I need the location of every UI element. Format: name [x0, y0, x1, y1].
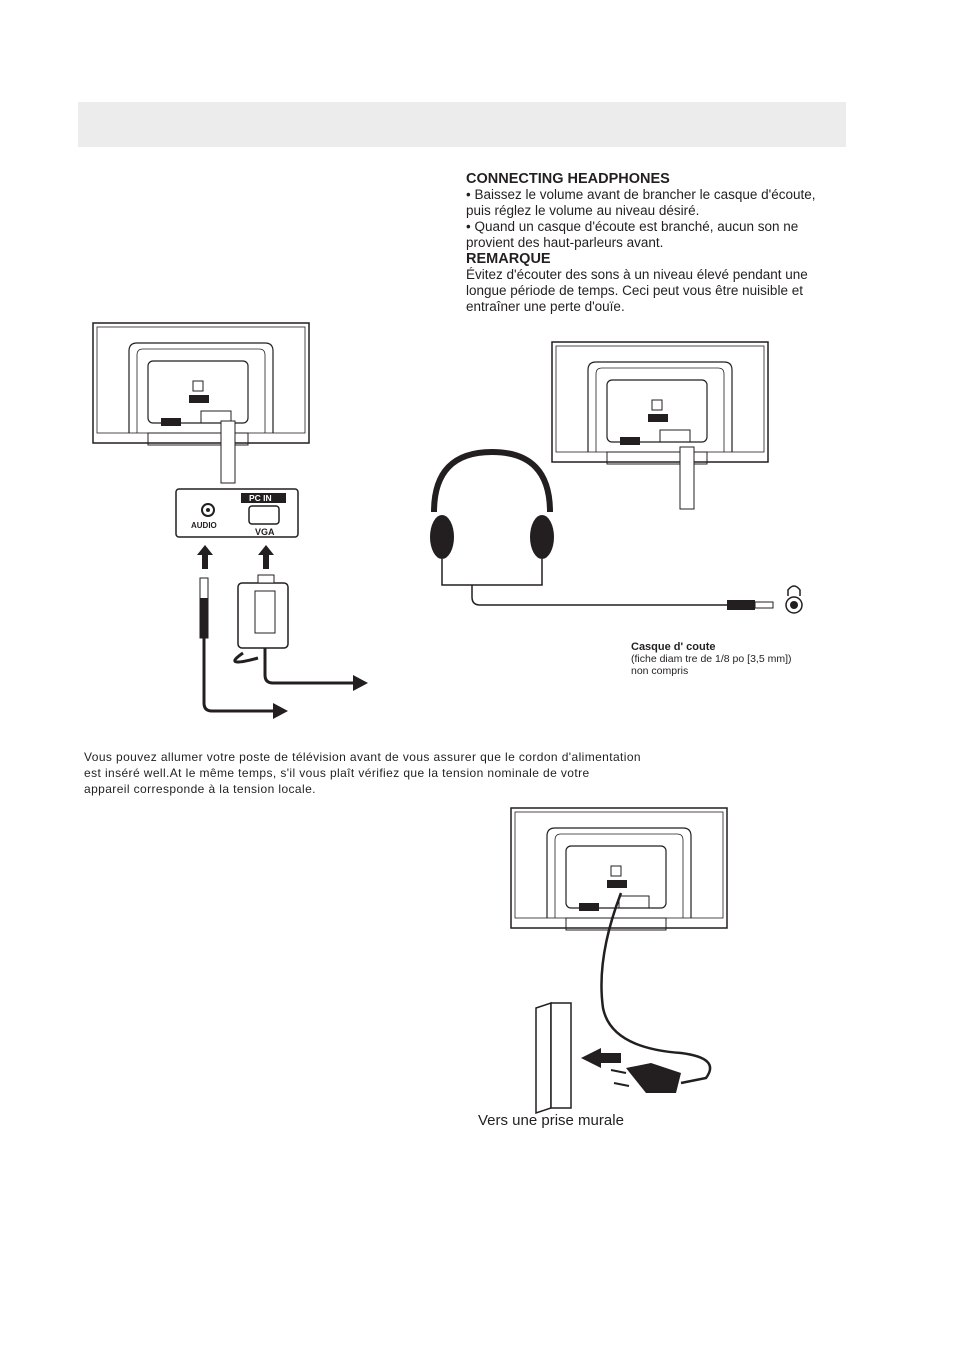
arrow-up-icon [220, 420, 236, 484]
power-paragraph: Vous pouvez allumer votre poste de télév… [84, 749, 724, 797]
vga-label: VGA [255, 527, 275, 537]
caption-line: non compris [631, 665, 689, 677]
headphones-icon [431, 448, 553, 513]
arrow-left-icon [581, 1048, 601, 1068]
note-line: longue période de temps. Ceci peut vous … [466, 283, 803, 298]
headphones-diagram [430, 341, 803, 614]
power-plug-icon [626, 1063, 681, 1093]
headphone-jack-icon [785, 596, 803, 614]
wall-outlet-caption: Vers une prise murale [478, 1112, 624, 1129]
headphones-bullet-line: • Baissez le volume avant de brancher le… [466, 187, 816, 202]
power-cord [600, 892, 712, 1085]
arrow-up-icon [679, 446, 695, 510]
headphone-symbol-icon [787, 585, 801, 596]
note-title: REMARQUE [466, 251, 551, 267]
headphones-bullet-line: puis réglez le volume au niveau désiré. [466, 203, 700, 218]
audio-label: AUDIO [191, 521, 217, 530]
headphone-caption: Casque d' coute (fiche diam tre de 1/8 p… [631, 641, 791, 677]
headphones-section: CONNECTING HEADPHONES • Baissez le volum… [466, 171, 856, 315]
caption-line: (fiche diam tre de 1/8 po [3,5 mm]) [631, 653, 792, 665]
note-line: Évitez d'écouter des sons à un niveau él… [466, 267, 808, 282]
wall-outlet-icon [535, 1001, 552, 1115]
header-band [78, 102, 846, 147]
headphones-bullet-line: provient des haut-parleurs avant. [466, 235, 664, 250]
vga-port-icon [248, 505, 280, 525]
audio-jack-icon [201, 503, 215, 517]
tv-back-illustration [92, 322, 310, 446]
power-line: Vous pouvez allumer votre poste de télév… [84, 750, 642, 764]
power-line: appareil corresponde à la tension locale… [84, 782, 316, 796]
tv-back-illustration [551, 341, 769, 465]
power-line: est inséré well.At le même temps, s'il v… [84, 766, 590, 780]
tv-back-illustration [510, 807, 728, 931]
power-diagram [510, 807, 728, 1115]
headphones-title: CONNECTING HEADPHONES [466, 171, 670, 187]
headphone-plug-icon [727, 600, 755, 610]
headphones-bullet-line: • Quand un casque d'écoute est branché, … [466, 219, 799, 234]
pc-in-label: PC IN [249, 493, 272, 503]
note-line: entraîner une perte d'ouïe. [466, 299, 625, 314]
caption-title: Casque d' coute [631, 641, 716, 653]
pc-connection-diagram [92, 322, 368, 719]
vga-plug-icon [237, 582, 289, 649]
